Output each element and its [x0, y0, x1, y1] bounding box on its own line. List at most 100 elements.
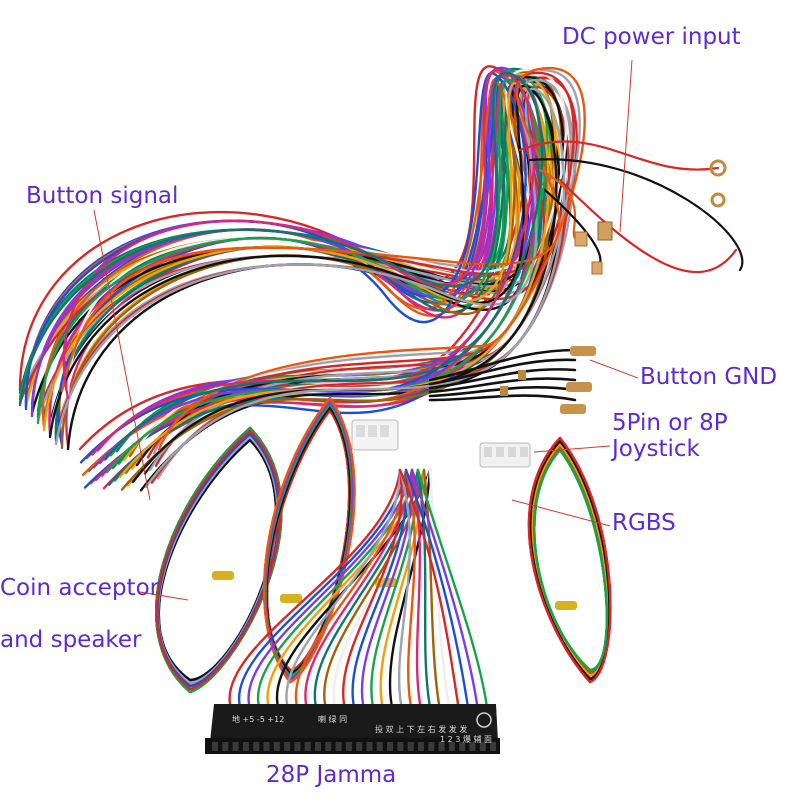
coil-strand — [530, 442, 610, 678]
wire-bundle — [18, 65, 744, 492]
coil-strand — [529, 439, 611, 681]
jamma-slot — [407, 742, 414, 751]
tie-wrap — [280, 594, 302, 603]
jamma-slot — [273, 742, 280, 751]
rgbs-coil — [527, 436, 612, 684]
power-lead — [528, 158, 744, 272]
callout-jamma: 28P Jamma — [266, 762, 397, 788]
jamma-slot — [490, 742, 497, 751]
jamma-slot — [428, 742, 435, 751]
callout-joystick: 5Pin or 8P Joystick — [612, 410, 728, 463]
coil-strand — [155, 429, 282, 691]
jamma-slot — [294, 742, 301, 751]
connector-marking-1: 地 +5 -5 +12 — [232, 714, 284, 724]
fan-wire — [397, 468, 411, 706]
power-lead — [518, 140, 720, 171]
wire-strand — [18, 71, 544, 461]
power-lead — [558, 178, 738, 274]
gnd-lead — [428, 394, 577, 402]
callout-button-signal: Button signal — [26, 183, 179, 209]
fan-wire — [428, 468, 450, 706]
jamma-slot — [397, 742, 404, 751]
callout-button-gnd: Button GND — [640, 364, 778, 390]
callout-joystick-line1: 5Pin or 8P — [612, 410, 728, 436]
jamma-slot — [335, 742, 342, 751]
gnd-lead — [428, 377, 577, 394]
tie-wrap — [212, 571, 234, 580]
jamma-slot — [366, 742, 373, 751]
coil-strand — [155, 426, 283, 694]
jamma-slot — [459, 742, 466, 751]
fan-wire — [398, 468, 460, 706]
jamma-slot — [325, 742, 332, 751]
wire-strand — [54, 87, 566, 488]
jamma-slot — [418, 742, 424, 751]
jamma-slot — [315, 742, 321, 751]
coil-strand — [263, 396, 356, 684]
fan-wire — [285, 468, 402, 706]
connector-marking-3: 投 双 上 下 左 右 发 发 发 — [375, 724, 467, 734]
leader-lines — [93, 59, 639, 601]
coil-strand — [531, 445, 609, 675]
fan-wire — [256, 468, 420, 706]
jamma-slot — [253, 742, 260, 751]
fan-wire — [416, 468, 488, 706]
mid-coil — [263, 396, 356, 684]
gnd-lead — [428, 368, 577, 390]
white-connector — [351, 419, 399, 451]
coil-strand — [527, 436, 612, 684]
tie-wrap — [555, 601, 577, 610]
jamma-fan-wires — [228, 468, 488, 706]
coil-strand — [533, 448, 609, 672]
fan-wire — [247, 468, 414, 706]
spade-terminals — [574, 159, 727, 275]
jamma-slot — [345, 742, 352, 751]
gnd-lead — [428, 358, 577, 386]
fan-wire — [294, 468, 408, 706]
joystick-leader — [533, 445, 611, 453]
button-gnd-terminals — [500, 346, 596, 414]
jamma-slot — [448, 742, 455, 751]
jamma-slot — [356, 742, 363, 751]
dc-leader — [619, 59, 633, 233]
jamma-slot — [263, 742, 270, 751]
jamma-slot — [469, 742, 476, 751]
callout-joystick-line2: Joystick — [612, 436, 700, 463]
fan-wire — [266, 468, 426, 706]
fan-wire — [238, 468, 408, 706]
callout-coin-line1: Coin acceptor — [0, 575, 160, 601]
brand-logo-icon — [476, 712, 492, 728]
jamma-slot — [304, 742, 311, 751]
gnd-lead — [428, 348, 577, 382]
jamma-slot — [222, 742, 229, 751]
callout-rgbs: RGBS — [612, 510, 676, 536]
jamma-slot — [479, 742, 486, 751]
connector-marking-4: 1 2 3 爆 辅 面 — [440, 734, 492, 744]
jamma-slot — [284, 742, 291, 751]
connector-marking-2: 喇 绿 同 — [318, 714, 347, 724]
button-signal-leader — [93, 209, 151, 501]
jamma-slot — [387, 742, 394, 751]
coil-strand — [531, 445, 609, 675]
fan-wire — [304, 468, 414, 706]
gnd-leader — [589, 359, 639, 379]
jamma-slot — [242, 742, 249, 751]
coil-strand — [533, 448, 609, 672]
joystick-connector — [479, 442, 531, 468]
coil-strand — [156, 432, 280, 688]
fan-wire — [228, 468, 402, 706]
coil-strand — [533, 448, 609, 672]
coin-leader — [139, 591, 189, 601]
fan-wire — [341, 468, 403, 706]
jamma-edge-connector: 地 +5 -5 +12 喇 绿 同 投 双 上 下 左 右 发 发 发 1 2 … — [205, 704, 500, 754]
jamma-slot — [212, 742, 218, 751]
coil-strand — [533, 448, 609, 672]
fan-wire — [404, 468, 469, 706]
jamma-slot — [232, 742, 239, 751]
jamma-slot — [438, 742, 445, 751]
wire-strand — [60, 67, 586, 451]
rgbs-leader — [511, 499, 611, 527]
callout-coin-speaker: Coin acceptor and speaker — [0, 562, 159, 666]
fan-wire — [410, 468, 479, 706]
